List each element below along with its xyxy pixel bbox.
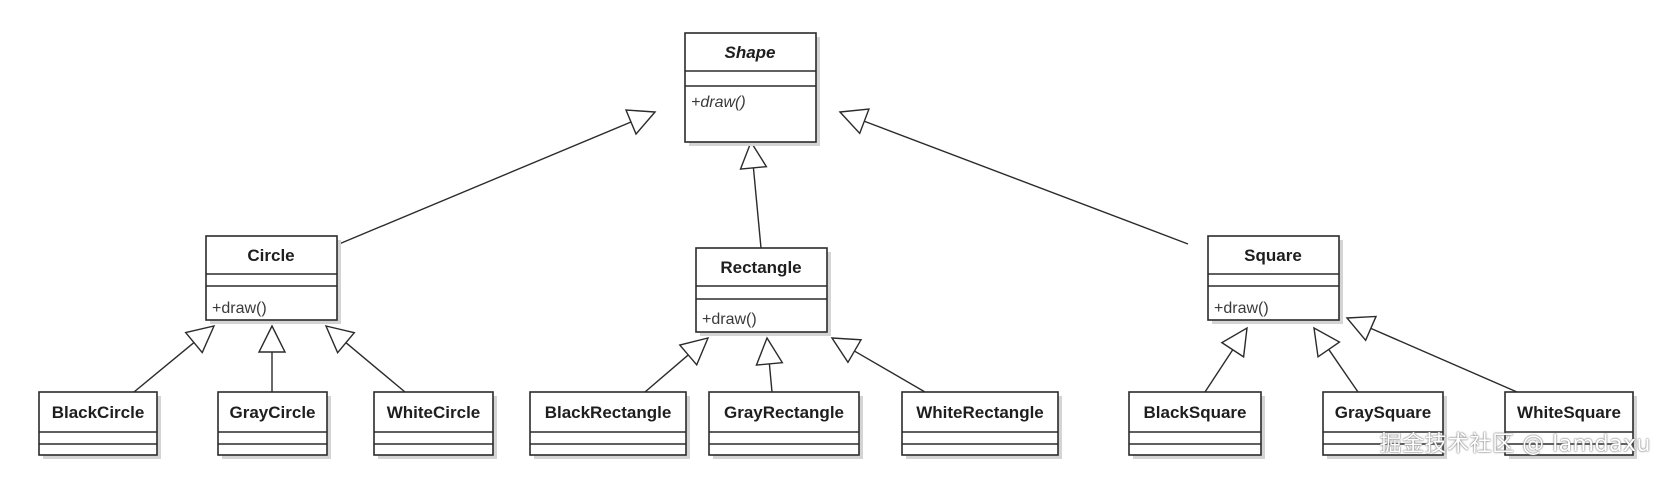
class-circle-operation: +draw() [212, 300, 267, 317]
generalization-arrowhead-square-to-shape [838, 108, 870, 135]
class-rectangle[interactable]: Rectangle +draw() [695, 247, 831, 336]
generalization-line-white-square-to-square [1370, 327, 1518, 393]
class-circle[interactable]: Circle +draw() [205, 235, 341, 324]
class-black-circle-name: BlackCircle [52, 403, 145, 422]
class-shape-name: Shape [724, 43, 775, 62]
generalization-arrowhead-white-square-to-square [1345, 315, 1378, 342]
generalization-arrowhead-gray-square-to-square [1313, 326, 1341, 359]
class-white-rectangle-name: WhiteRectangle [916, 403, 1044, 422]
class-gray-square-name: GraySquare [1335, 403, 1431, 422]
class-square-name: Square [1244, 246, 1302, 265]
generalization-arrowhead-white-rectangle-to-rectangle [830, 337, 863, 364]
generalization-arrowhead-circle-to-shape [624, 109, 657, 136]
class-black-square-name: BlackSquare [1144, 403, 1247, 422]
generalization-line-square-to-shape [864, 120, 1189, 245]
class-white-square[interactable]: WhiteSquare [1504, 391, 1637, 459]
class-rectangle-operation: +draw() [702, 311, 757, 328]
generalization-line-gray-square-to-square [1328, 349, 1359, 393]
class-square[interactable]: Square +draw() [1207, 235, 1343, 324]
generalization-arrowhead-rectangle-to-shape [739, 140, 768, 170]
generalization-line-black-rectangle-to-rectangle [644, 354, 689, 393]
class-black-square[interactable]: BlackSquare [1128, 391, 1265, 459]
generalization-line-circle-to-shape [338, 121, 632, 245]
generalization-arrowhead-white-circle-to-circle [324, 324, 356, 354]
watermark: 掘金技术社区 @ lamdaxu [1379, 432, 1651, 457]
class-gray-circle[interactable]: GrayCircle [217, 391, 331, 459]
class-circle-name: Circle [247, 246, 294, 265]
class-black-rectangle[interactable]: BlackRectangle [529, 391, 690, 459]
generalization-arrowhead-black-circle-to-circle [184, 325, 216, 354]
class-black-circle[interactable]: BlackCircle [38, 391, 161, 459]
class-square-operation: +draw() [1214, 300, 1269, 317]
generalization-arrowhead-gray-rectangle-to-rectangle [755, 336, 784, 366]
class-shape-operation: +draw() [691, 94, 746, 111]
generalization-arrowhead-black-square-to-square [1220, 326, 1248, 359]
inheritance-edges [133, 108, 1518, 393]
class-shape[interactable]: Shape +draw() [684, 32, 820, 146]
class-gray-circle-name: GrayCircle [230, 403, 316, 422]
generalization-arrowhead-gray-circle-to-circle [257, 324, 287, 353]
generalization-line-black-square-to-square [1204, 349, 1234, 393]
class-white-rectangle[interactable]: WhiteRectangle [901, 391, 1062, 459]
generalization-line-rectangle-to-shape [752, 167, 762, 249]
generalization-line-white-circle-to-circle [345, 342, 406, 393]
class-black-rectangle-name: BlackRectangle [545, 403, 672, 422]
generalization-arrowhead-black-rectangle-to-rectangle [678, 336, 710, 367]
class-gray-rectangle-name: GrayRectangle [724, 403, 844, 422]
generalization-line-black-circle-to-circle [133, 342, 195, 393]
class-white-circle-name: WhiteCircle [387, 403, 481, 422]
generalization-line-white-rectangle-to-rectangle [854, 350, 926, 393]
class-rectangle-name: Rectangle [720, 258, 801, 277]
class-gray-square[interactable]: GraySquare [1322, 391, 1447, 459]
class-white-circle[interactable]: WhiteCircle [373, 391, 497, 459]
generalization-line-gray-rectangle-to-rectangle [768, 363, 773, 393]
class-gray-rectangle[interactable]: GrayRectangle [708, 391, 863, 459]
class-white-square-name: WhiteSquare [1517, 403, 1621, 422]
